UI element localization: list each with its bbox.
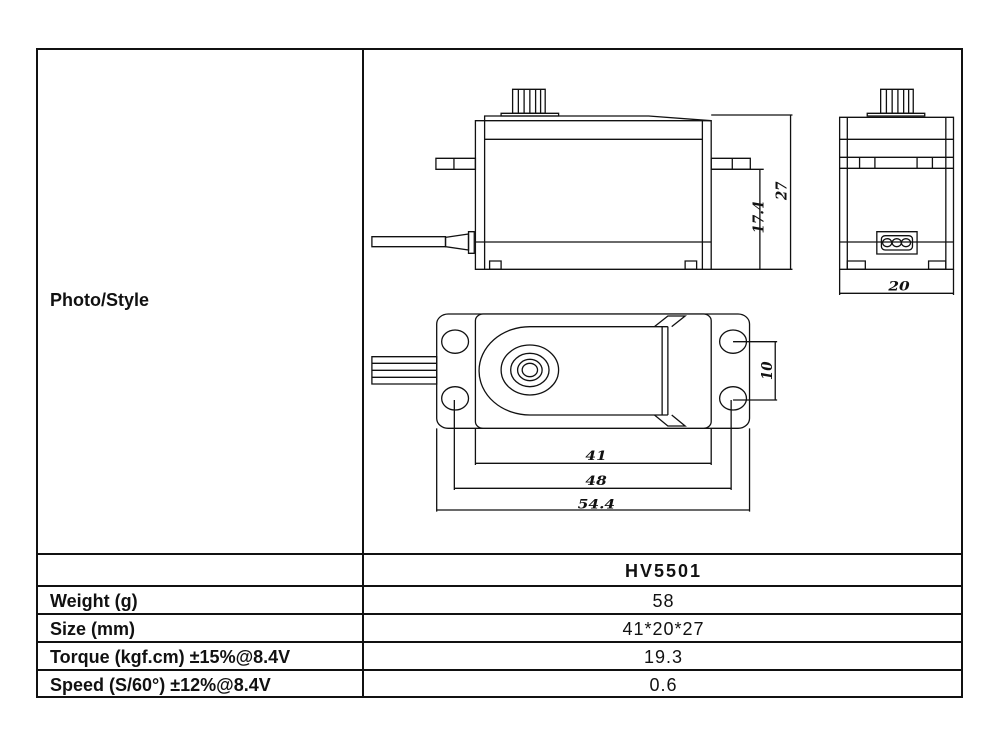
row-divider (36, 613, 963, 615)
row-divider (36, 553, 963, 555)
row-divider (36, 585, 963, 587)
front-view: 20 (840, 89, 954, 295)
speed-value: 0.6 (649, 675, 678, 695)
dim-17-4-label: 17.4 (751, 201, 768, 233)
dim-20-label: 20 (887, 280, 909, 295)
spec-table (36, 48, 963, 698)
servo-technical-drawing: 17.4 27 20 41 48 54.4 10 (365, 80, 965, 512)
torque-value: 19.3 (643, 647, 684, 667)
column-divider (362, 48, 364, 698)
photo-style-label: Photo/Style (50, 290, 150, 310)
dim-54-4-label: 54.4 (578, 497, 615, 512)
weight-label: Weight (g) (50, 591, 138, 611)
model-name: HV5501 (624, 561, 703, 581)
dim-27-label: 27 (774, 181, 791, 200)
dim-48-label: 48 (585, 474, 606, 489)
row-divider (36, 641, 963, 643)
top-view: 41 48 54.4 10 (372, 314, 777, 512)
torque-label: Torque (kgf.cm) ±15%@8.4V (50, 647, 291, 667)
side-view: 17.4 27 (372, 89, 793, 269)
speed-label: Speed (S/60°) ±12%@8.4V (50, 675, 271, 695)
size-value: 41*20*27 (622, 619, 705, 639)
dim-41-label: 41 (585, 449, 606, 464)
dim-10-label: 10 (759, 361, 776, 380)
size-label: Size (mm) (50, 619, 136, 639)
row-divider (36, 669, 963, 671)
weight-value: 58 (652, 591, 675, 611)
